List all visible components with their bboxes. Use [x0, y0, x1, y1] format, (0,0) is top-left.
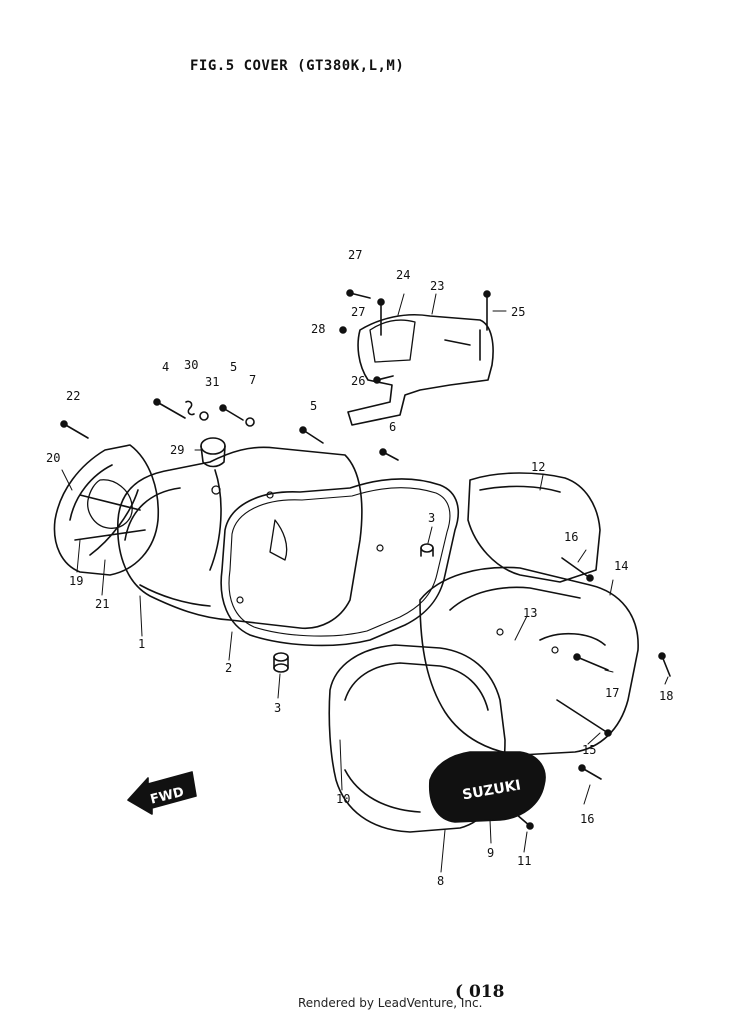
callout-6: 6 — [389, 420, 396, 434]
callout-22: 22 — [66, 389, 80, 403]
washer-7 — [245, 417, 255, 427]
callout-17: 17 — [605, 686, 619, 700]
callout-5b: 5 — [310, 399, 317, 413]
callout-16b: 16 — [580, 812, 594, 826]
page-number: ( 018 — [455, 982, 505, 1002]
washer-31 — [199, 411, 209, 421]
callout-15: 15 — [582, 743, 596, 757]
breather-cover — [467, 472, 601, 583]
callout-12: 12 — [531, 460, 545, 474]
cover-gasket — [220, 478, 459, 647]
dowel-pin-lower — [273, 652, 289, 673]
callout-30: 30 — [184, 358, 198, 372]
leader-lines — [61, 293, 669, 873]
callout-31: 31 — [205, 375, 219, 389]
callout-27b: 27 — [351, 305, 365, 319]
callout-7: 7 — [249, 373, 256, 387]
dowel-pin-upper — [420, 543, 434, 557]
spring-30 — [185, 400, 195, 416]
callout-5a: 5 — [230, 360, 237, 374]
callout-28: 28 — [311, 322, 325, 336]
callout-19: 19 — [69, 574, 83, 588]
screw-28 — [339, 326, 347, 334]
callout-18: 18 — [659, 689, 673, 703]
callout-2: 2 — [225, 661, 232, 675]
callout-3b: 3 — [428, 511, 435, 525]
callout-9: 9 — [487, 846, 494, 860]
callout-1: 1 — [138, 637, 145, 651]
callout-8: 8 — [437, 874, 444, 888]
callout-16a: 16 — [564, 530, 578, 544]
bolt-27a — [346, 289, 371, 299]
callout-14: 14 — [614, 559, 628, 573]
callout-labels: 1 2 3 3 4 5 5 6 7 8 9 10 11 12 13 14 15 … — [46, 248, 673, 888]
callout-24: 24 — [396, 268, 410, 282]
bolt-22 — [60, 420, 89, 439]
callout-29: 29 — [170, 443, 184, 457]
forward-arrow — [127, 771, 197, 815]
bolt-25 — [483, 290, 491, 331]
callout-3a: 3 — [274, 701, 281, 715]
bolt-4 — [153, 398, 186, 419]
callout-20: 20 — [46, 451, 60, 465]
fan-guard-plate — [53, 444, 160, 576]
callout-13: 13 — [523, 606, 537, 620]
bolt-16b — [578, 764, 602, 780]
callout-26: 26 — [351, 374, 365, 388]
bolt-27b — [377, 298, 385, 336]
footer-credit: Rendered by LeadVenture, Inc. — [298, 996, 483, 1010]
callout-21: 21 — [95, 597, 109, 611]
callout-4: 4 — [162, 360, 169, 374]
left-crankcase-cover — [117, 446, 384, 630]
figure-title: FIG.5 COVER (GT380K,L,M) — [190, 58, 405, 74]
bolt-17 — [573, 653, 609, 671]
bolt-18 — [658, 652, 671, 677]
bolt-5a — [219, 404, 244, 421]
callout-11: 11 — [517, 854, 531, 868]
chain-cover-bracket — [347, 313, 494, 426]
screw-11 — [515, 813, 534, 830]
right-crankcase-cover — [419, 566, 639, 756]
callout-27a: 27 — [348, 248, 362, 262]
oil-cap — [200, 437, 226, 468]
callout-23: 23 — [430, 279, 444, 293]
callout-25: 25 — [511, 305, 525, 319]
suzuki-emblem — [429, 751, 546, 823]
bolt-6 — [379, 448, 399, 461]
bolt-26 — [373, 375, 394, 384]
bolt-5b — [299, 426, 324, 444]
bolt-16a — [561, 557, 594, 582]
bolt-15 — [556, 699, 612, 737]
callout-10: 10 — [336, 792, 350, 806]
